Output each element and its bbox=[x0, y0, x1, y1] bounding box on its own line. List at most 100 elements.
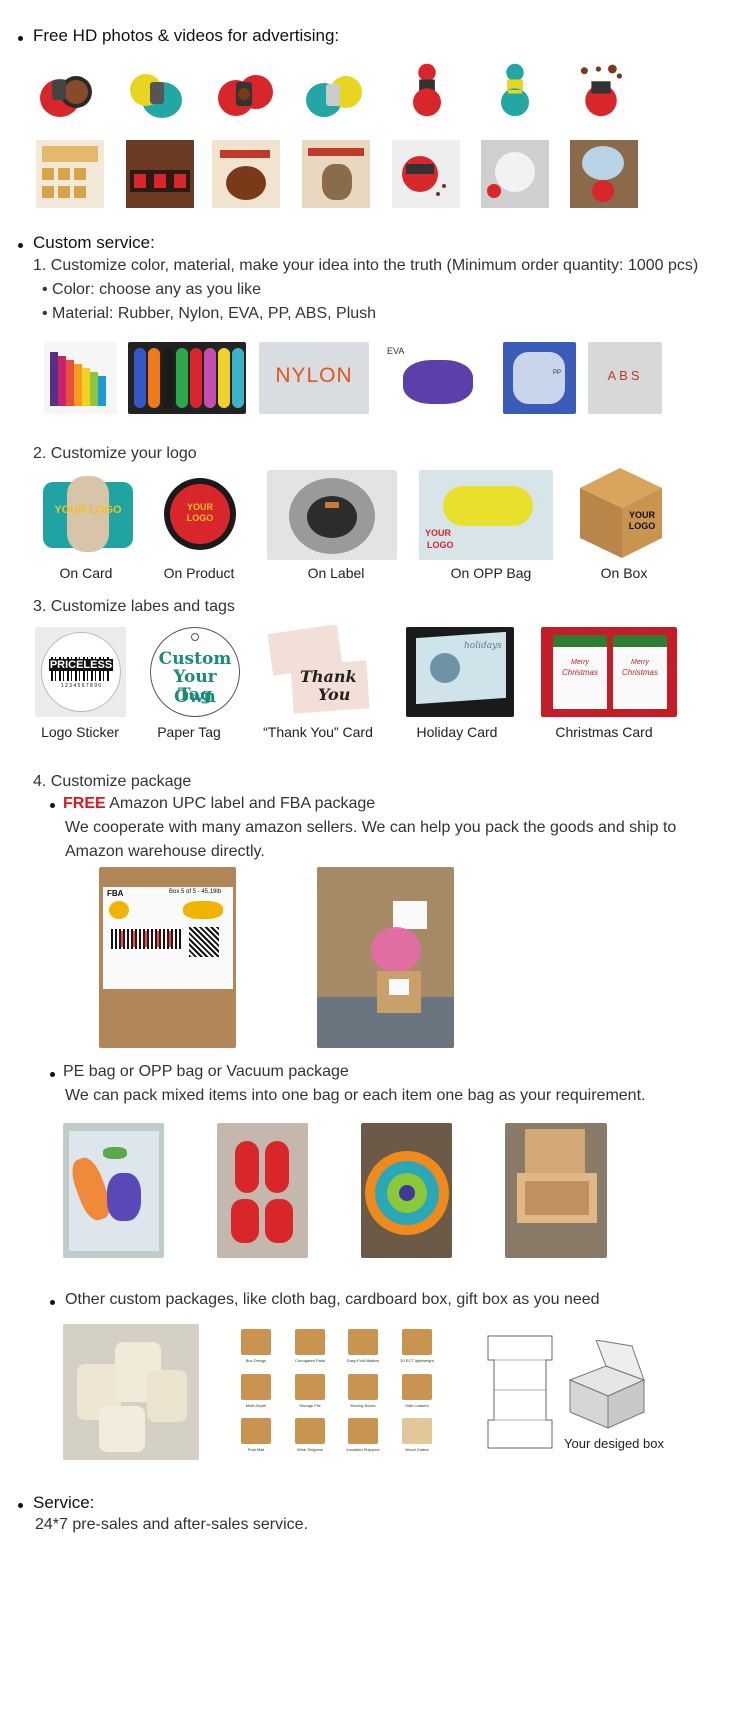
product-logo-line1: YOUR bbox=[186, 502, 213, 512]
toy-upright-red-image bbox=[413, 63, 441, 117]
package-heading: 4. Customize package bbox=[33, 773, 192, 790]
logo-opp-bag-image: YOUR LOGO bbox=[419, 470, 553, 560]
toy-teal-image bbox=[130, 74, 182, 118]
abs-text: ABS bbox=[607, 368, 643, 383]
box-dieline-diagram bbox=[487, 1335, 553, 1449]
caption-on-label: On Label bbox=[307, 565, 365, 581]
box-label: Side Loaders bbox=[405, 1403, 429, 1408]
box-logo-line2: LOGO bbox=[628, 521, 656, 531]
designed-box-caption: Your desiged box bbox=[564, 1436, 664, 1451]
caption-thank-you-card: “Thank You” Card bbox=[263, 724, 373, 740]
pe-description: We can pack mixed items into one bag or … bbox=[65, 1087, 646, 1104]
toy-teal-image bbox=[306, 76, 362, 117]
box-label: Insulated Shippers bbox=[346, 1447, 380, 1452]
opp-bag-photo bbox=[217, 1123, 308, 1258]
pp-text: PP bbox=[553, 370, 562, 376]
nylon-material-image: NYLON bbox=[259, 342, 369, 414]
pp-material-image: PP bbox=[503, 342, 576, 414]
bullet bbox=[50, 1300, 55, 1305]
christmas-card-image: Merry Christmas Merry Christmas bbox=[541, 627, 677, 717]
abs-material-image: ABS bbox=[588, 342, 662, 414]
fba-label-photo: FBA Box 5 of 5 - 45.19lb bbox=[99, 867, 236, 1048]
paper-tag-image: Custom Your Own Tag bbox=[150, 627, 241, 717]
caption-on-product: On Product bbox=[163, 565, 235, 581]
color-line: • Color: choose any as you like bbox=[42, 281, 262, 298]
tag-line3: Tag bbox=[178, 685, 212, 705]
designed-box-icon bbox=[568, 1340, 646, 1429]
section-title-custom: Custom service: bbox=[33, 233, 155, 252]
xmas-merry-1: Merry bbox=[571, 659, 589, 666]
caption-paper-tag: Paper Tag bbox=[157, 724, 221, 740]
sticker-text: PRICELESS bbox=[49, 659, 113, 671]
dog-thumbnail bbox=[302, 140, 370, 208]
amazon-description-2: Amazon warehouse directly. bbox=[65, 843, 265, 860]
tag-line2: Your Own bbox=[173, 667, 217, 707]
section-title-photos: Free HD photos & videos for advertising: bbox=[33, 26, 340, 45]
tag-line1: Custom bbox=[158, 649, 232, 669]
box-label: 20 ECT lightweight bbox=[400, 1358, 434, 1363]
free-badge-text: FREE bbox=[63, 795, 106, 812]
you-word: You bbox=[318, 685, 351, 704]
thank-you-card-image: Thank You bbox=[266, 625, 372, 717]
caption-on-card: On Card bbox=[59, 565, 113, 581]
holiday-card-image: holidays bbox=[406, 627, 514, 717]
xmas-merry-2: Merry bbox=[631, 659, 649, 666]
xmas-christmas-1: Christmas bbox=[561, 668, 598, 677]
color-swatch-image bbox=[44, 342, 117, 414]
fba-box-text: Box 5 of 5 - 45.19lb bbox=[169, 889, 222, 895]
mailer-box-photo bbox=[505, 1123, 607, 1258]
box-logo-line1: YOUR bbox=[628, 510, 655, 520]
nylon-text: NYLON bbox=[275, 364, 353, 387]
logo-product-image: YOUR LOGO bbox=[162, 476, 240, 552]
xmas-christmas-2: Christmas bbox=[621, 668, 658, 677]
vacuum-package-photo bbox=[361, 1123, 452, 1258]
box-label: Storage File bbox=[299, 1403, 321, 1408]
fba-text: FBA bbox=[107, 889, 124, 898]
toy-photo-thumbnail bbox=[392, 140, 460, 208]
cat-playing-thumbnail bbox=[570, 140, 638, 208]
toy-red-image bbox=[40, 76, 92, 117]
bullet bbox=[50, 1072, 55, 1077]
labels-heading: 3. Customize labes and tags bbox=[33, 598, 235, 615]
sticker-digits: 1 2 3 4 5 6 7 8 9 0 bbox=[60, 683, 102, 689]
box-label: Wood Crates bbox=[405, 1447, 429, 1452]
bullet bbox=[18, 243, 23, 248]
box-label: Multi-Depth bbox=[245, 1403, 267, 1408]
toy-red-image bbox=[218, 75, 273, 116]
dog-playing-thumbnail bbox=[481, 140, 549, 208]
holiday-text: holidays bbox=[464, 641, 502, 651]
bullet bbox=[18, 36, 23, 41]
box-label: Easy-Fold Mailers bbox=[346, 1358, 379, 1363]
toy-with-treats-image bbox=[580, 64, 622, 117]
caption-holiday-card: Holiday Card bbox=[416, 724, 498, 740]
box-label: Moving Boxes bbox=[350, 1403, 376, 1408]
material-line: • Material: Rubber, Nylon, EVA, PP, ABS,… bbox=[42, 305, 377, 322]
other-packages-line: Other custom packages, like cloth bag, c… bbox=[65, 1291, 600, 1308]
amazon-line-text: Amazon UPC label and FBA package bbox=[105, 795, 376, 812]
service-description: 24*7 pre-sales and after-sales service. bbox=[35, 1516, 309, 1533]
logo-heading: 2. Customize your logo bbox=[33, 445, 197, 462]
card-logo-text: YOUR LOGO bbox=[54, 504, 122, 516]
cloth-bag-photo bbox=[63, 1324, 199, 1460]
caption-on-opp-bag: On OPP Bag bbox=[450, 565, 532, 581]
rubber-colors-image bbox=[128, 342, 246, 414]
logo-sticker-image: PRICELESS 1 2 3 4 5 6 7 8 9 0 bbox=[35, 627, 126, 717]
amazon-line: FREE Amazon UPC label and FBA package bbox=[63, 795, 375, 813]
bullet bbox=[50, 803, 55, 808]
thank-word: Thank bbox=[300, 667, 357, 686]
eva-text: EVA bbox=[387, 346, 405, 356]
box-label: Corrugated Pads bbox=[294, 1358, 326, 1363]
caption-christmas-card: Christmas Card bbox=[555, 724, 653, 740]
eva-material-image: EVA bbox=[381, 342, 491, 414]
logo-box-image: YOUR LOGO bbox=[580, 468, 662, 558]
caption-on-box: On Box bbox=[600, 565, 648, 581]
feature-thumbnail bbox=[212, 140, 280, 208]
bag-logo-line2: LOGO bbox=[427, 540, 454, 550]
custom-item-1: 1. Customize color, material, make your … bbox=[33, 257, 699, 274]
toy-upright-teal-image bbox=[501, 63, 529, 117]
amazon-box-photo bbox=[317, 867, 454, 1048]
amazon-description-1: We cooperate with many amazon sellers. W… bbox=[65, 819, 677, 836]
pe-bag-photo bbox=[63, 1123, 164, 1258]
caption-logo-sticker: Logo Sticker bbox=[41, 724, 119, 740]
treats-thumbnail bbox=[126, 140, 194, 208]
